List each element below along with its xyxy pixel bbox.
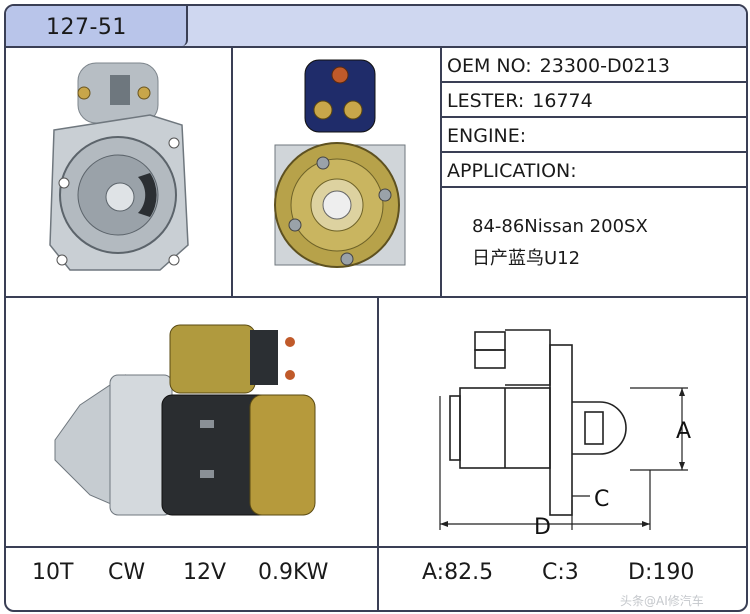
spec-row-line-2: [440, 116, 746, 118]
rating-rotation: CW: [108, 560, 146, 585]
dimension-c-value: C:3: [542, 560, 579, 585]
dimension-label-a: A: [676, 419, 691, 444]
spec-row-application: APPLICATION:: [447, 160, 585, 182]
dimension-drawing: A C D: [439, 329, 691, 540]
grid-divider-bottom-center: [377, 296, 379, 610]
dimension-a-value: A:82.5: [422, 560, 494, 585]
spec-label: ENGINE:: [447, 125, 527, 147]
dimension-label-d: D: [534, 515, 551, 540]
rating-teeth: 10T: [32, 560, 74, 585]
part-number-title: 127-51: [46, 15, 127, 40]
drawing-terminal-bottom: [474, 349, 506, 369]
spec-row-line-3: [440, 151, 746, 153]
grid-divider-top-left: [231, 46, 233, 296]
spec-label: OEM NO:: [447, 55, 532, 77]
dimension-label-c: C: [594, 487, 609, 512]
watermark: 头条@AI修汽车: [620, 594, 704, 608]
starter-side-photo: [54, 324, 316, 516]
grid-divider-middle: [6, 296, 746, 298]
spec-label: APPLICATION:: [447, 160, 577, 182]
spec-value: 16774: [532, 90, 593, 112]
spec-row-oem: OEM NO: 23300-D0213: [447, 55, 670, 77]
spec-row-line-4: [440, 186, 746, 188]
grid-divider-bottom: [6, 546, 746, 548]
starter-front-photo: [49, 62, 189, 271]
application-line-2: 日产蓝鸟U12: [472, 248, 581, 269]
grid-divider-top-right: [440, 46, 442, 296]
title-tab: [6, 6, 188, 46]
spec-row-line-1: [440, 81, 746, 83]
starter-rear-photo: [274, 59, 406, 268]
spec-label: LESTER:: [447, 90, 525, 112]
rating-power: 0.9KW: [258, 560, 329, 585]
rating-voltage: 12V: [183, 560, 227, 585]
drawing-terminal-top: [474, 331, 506, 351]
dimension-d-value: D:190: [628, 560, 695, 585]
spec-row-lester: LESTER: 16774: [447, 90, 593, 112]
title-bar: 127-51: [6, 6, 746, 48]
spec-row-engine: ENGINE:: [447, 125, 534, 147]
application-line-1: 84-86Nissan 200SX: [472, 216, 648, 237]
spec-value: 23300-D0213: [539, 55, 670, 77]
